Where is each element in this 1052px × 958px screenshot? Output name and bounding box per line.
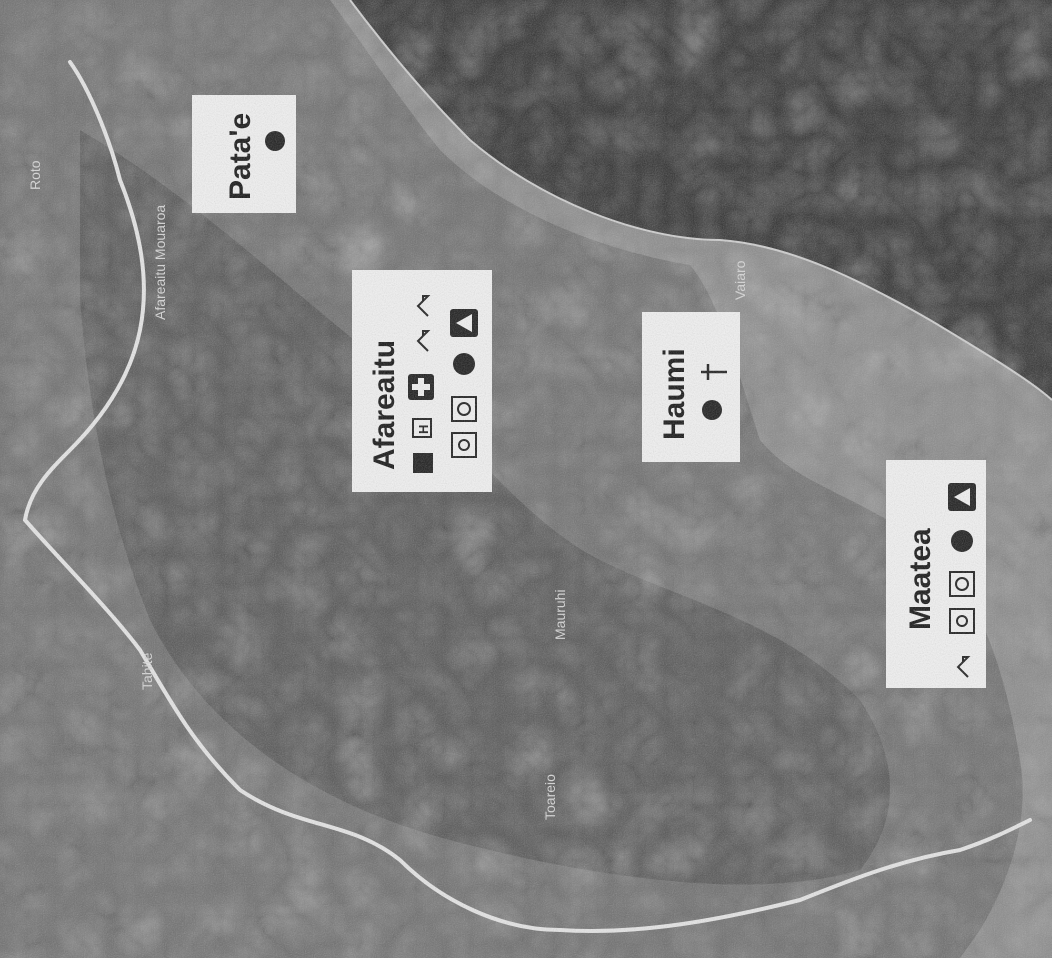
- house-outline-icon: [416, 295, 431, 317]
- camera-icon: [451, 396, 477, 422]
- place-card-maatea[interactable]: Maatea: [886, 460, 986, 688]
- church-cross-icon: [701, 364, 727, 380]
- wheelchair-access-icon: [451, 432, 477, 458]
- place-name-afareaitu: Afareaitu: [368, 340, 401, 470]
- medical-cross-icon: [408, 374, 434, 400]
- peak-label-vaiaro: Vaiaro: [732, 260, 748, 300]
- wheelchair-access-icon: [949, 608, 975, 634]
- house-outline-icon: [956, 656, 971, 678]
- settlement-dot-icon: [265, 131, 285, 151]
- place-card-afareaitu[interactable]: Afareaitu H: [352, 270, 492, 492]
- place-name-patae: Pata'e: [224, 113, 257, 200]
- place-card-haumi[interactable]: Haumi: [642, 312, 740, 462]
- road-label-afareaitu-mouaroa: Afareaitu Mouaroa: [152, 205, 168, 320]
- warning-triangle-icon: [450, 309, 478, 337]
- hospital-h-icon: H: [412, 418, 432, 438]
- warning-triangle-icon: [948, 483, 976, 511]
- peak-label-tahite: Tahite: [139, 652, 155, 690]
- settlement-dot-icon: [951, 530, 973, 552]
- camera-icon: [949, 571, 975, 597]
- road-label-roto: Roto: [27, 160, 43, 190]
- boundary-line: [22, 60, 1032, 933]
- road-label-toareio: Toareio: [542, 774, 558, 820]
- svg-text:H: H: [416, 425, 431, 434]
- settlement-dot-icon: [453, 353, 475, 375]
- place-name-maatea: Maatea: [904, 528, 937, 630]
- place-card-patae[interactable]: Pata'e: [192, 95, 296, 213]
- reef-line: [349, 0, 1052, 401]
- square-dark-icon: [413, 453, 433, 473]
- settlement-dot-icon: [702, 400, 722, 420]
- house-outline-icon: [416, 330, 431, 352]
- road-label-mauruhi: Mauruhi: [552, 589, 568, 640]
- place-name-haumi: Haumi: [658, 348, 691, 440]
